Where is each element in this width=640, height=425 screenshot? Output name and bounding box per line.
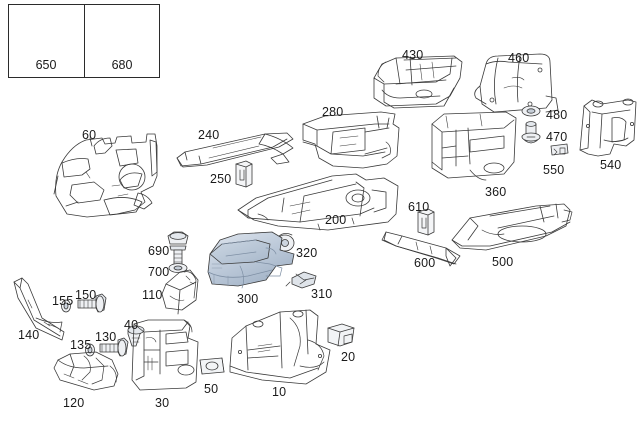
part-label-280: 280 xyxy=(322,105,344,119)
part-shape-130 xyxy=(99,337,129,357)
part-shape-600 xyxy=(381,231,461,267)
part-shape-120 xyxy=(53,351,119,391)
part-shape-300 xyxy=(207,231,295,289)
part-shape-150 xyxy=(77,293,107,313)
part-shape-20 xyxy=(327,323,355,347)
part-shape-110 xyxy=(161,269,199,315)
part-shape-30 xyxy=(131,319,199,391)
part-label-150: 150 xyxy=(75,288,97,302)
part-label-130: 130 xyxy=(95,330,117,344)
legend-divider xyxy=(84,4,85,78)
part-label-600: 600 xyxy=(414,256,436,270)
part-label-10: 10 xyxy=(272,385,287,399)
part-label-690: 690 xyxy=(148,244,170,258)
part-label-140: 140 xyxy=(18,328,40,342)
part-shape-240 xyxy=(176,132,294,168)
part-label-430: 430 xyxy=(402,48,424,62)
part-label-300: 300 xyxy=(237,292,259,306)
part-label-540: 540 xyxy=(600,158,622,172)
part-label-20: 20 xyxy=(341,350,356,364)
part-shape-610 xyxy=(417,208,435,236)
part-label-110: 110 xyxy=(142,288,163,302)
part-label-200: 200 xyxy=(325,213,347,227)
part-shape-310 xyxy=(285,271,317,289)
part-label-360: 360 xyxy=(485,185,507,199)
part-label-310: 310 xyxy=(311,287,333,301)
part-shape-60 xyxy=(53,133,158,218)
part-shape-540 xyxy=(579,98,637,157)
part-label-550: 550 xyxy=(543,163,565,177)
legend-label-680: 680 xyxy=(111,58,133,72)
part-label-250: 250 xyxy=(210,172,232,186)
part-label-60: 60 xyxy=(82,128,97,142)
part-label-320: 320 xyxy=(296,246,318,260)
part-shape-40 xyxy=(127,325,145,347)
part-label-240: 240 xyxy=(198,128,220,142)
part-label-700: 700 xyxy=(148,265,170,279)
part-shape-460 xyxy=(474,53,559,113)
part-label-120: 120 xyxy=(63,396,85,410)
part-shape-430 xyxy=(373,55,463,109)
part-shape-500 xyxy=(451,203,573,251)
part-shape-10 xyxy=(229,309,331,385)
part-label-500: 500 xyxy=(492,255,514,269)
part-label-155: 155 xyxy=(52,294,74,308)
part-shape-690 xyxy=(167,231,189,267)
part-shape-250 xyxy=(235,160,253,188)
part-label-135: 135 xyxy=(70,338,92,352)
part-shape-50 xyxy=(199,357,225,375)
part-shape-480 xyxy=(521,105,541,117)
part-shape-200 xyxy=(237,173,399,231)
part-shape-140 xyxy=(13,277,65,341)
legend-label-650: 650 xyxy=(35,58,57,72)
part-label-40: 40 xyxy=(124,318,139,332)
part-label-610: 610 xyxy=(408,200,430,214)
part-label-30: 30 xyxy=(155,396,170,410)
part-shape-550 xyxy=(550,143,569,156)
part-shape-470 xyxy=(521,121,541,144)
part-shape-155 xyxy=(61,299,71,313)
part-label-50: 50 xyxy=(204,382,219,396)
part-shape-280 xyxy=(302,111,400,169)
part-label-460: 460 xyxy=(508,51,530,65)
part-shape-360 xyxy=(431,111,517,181)
part-label-470: 470 xyxy=(546,130,568,144)
part-label-480: 480 xyxy=(546,108,568,122)
part-shape-700 xyxy=(168,263,188,273)
